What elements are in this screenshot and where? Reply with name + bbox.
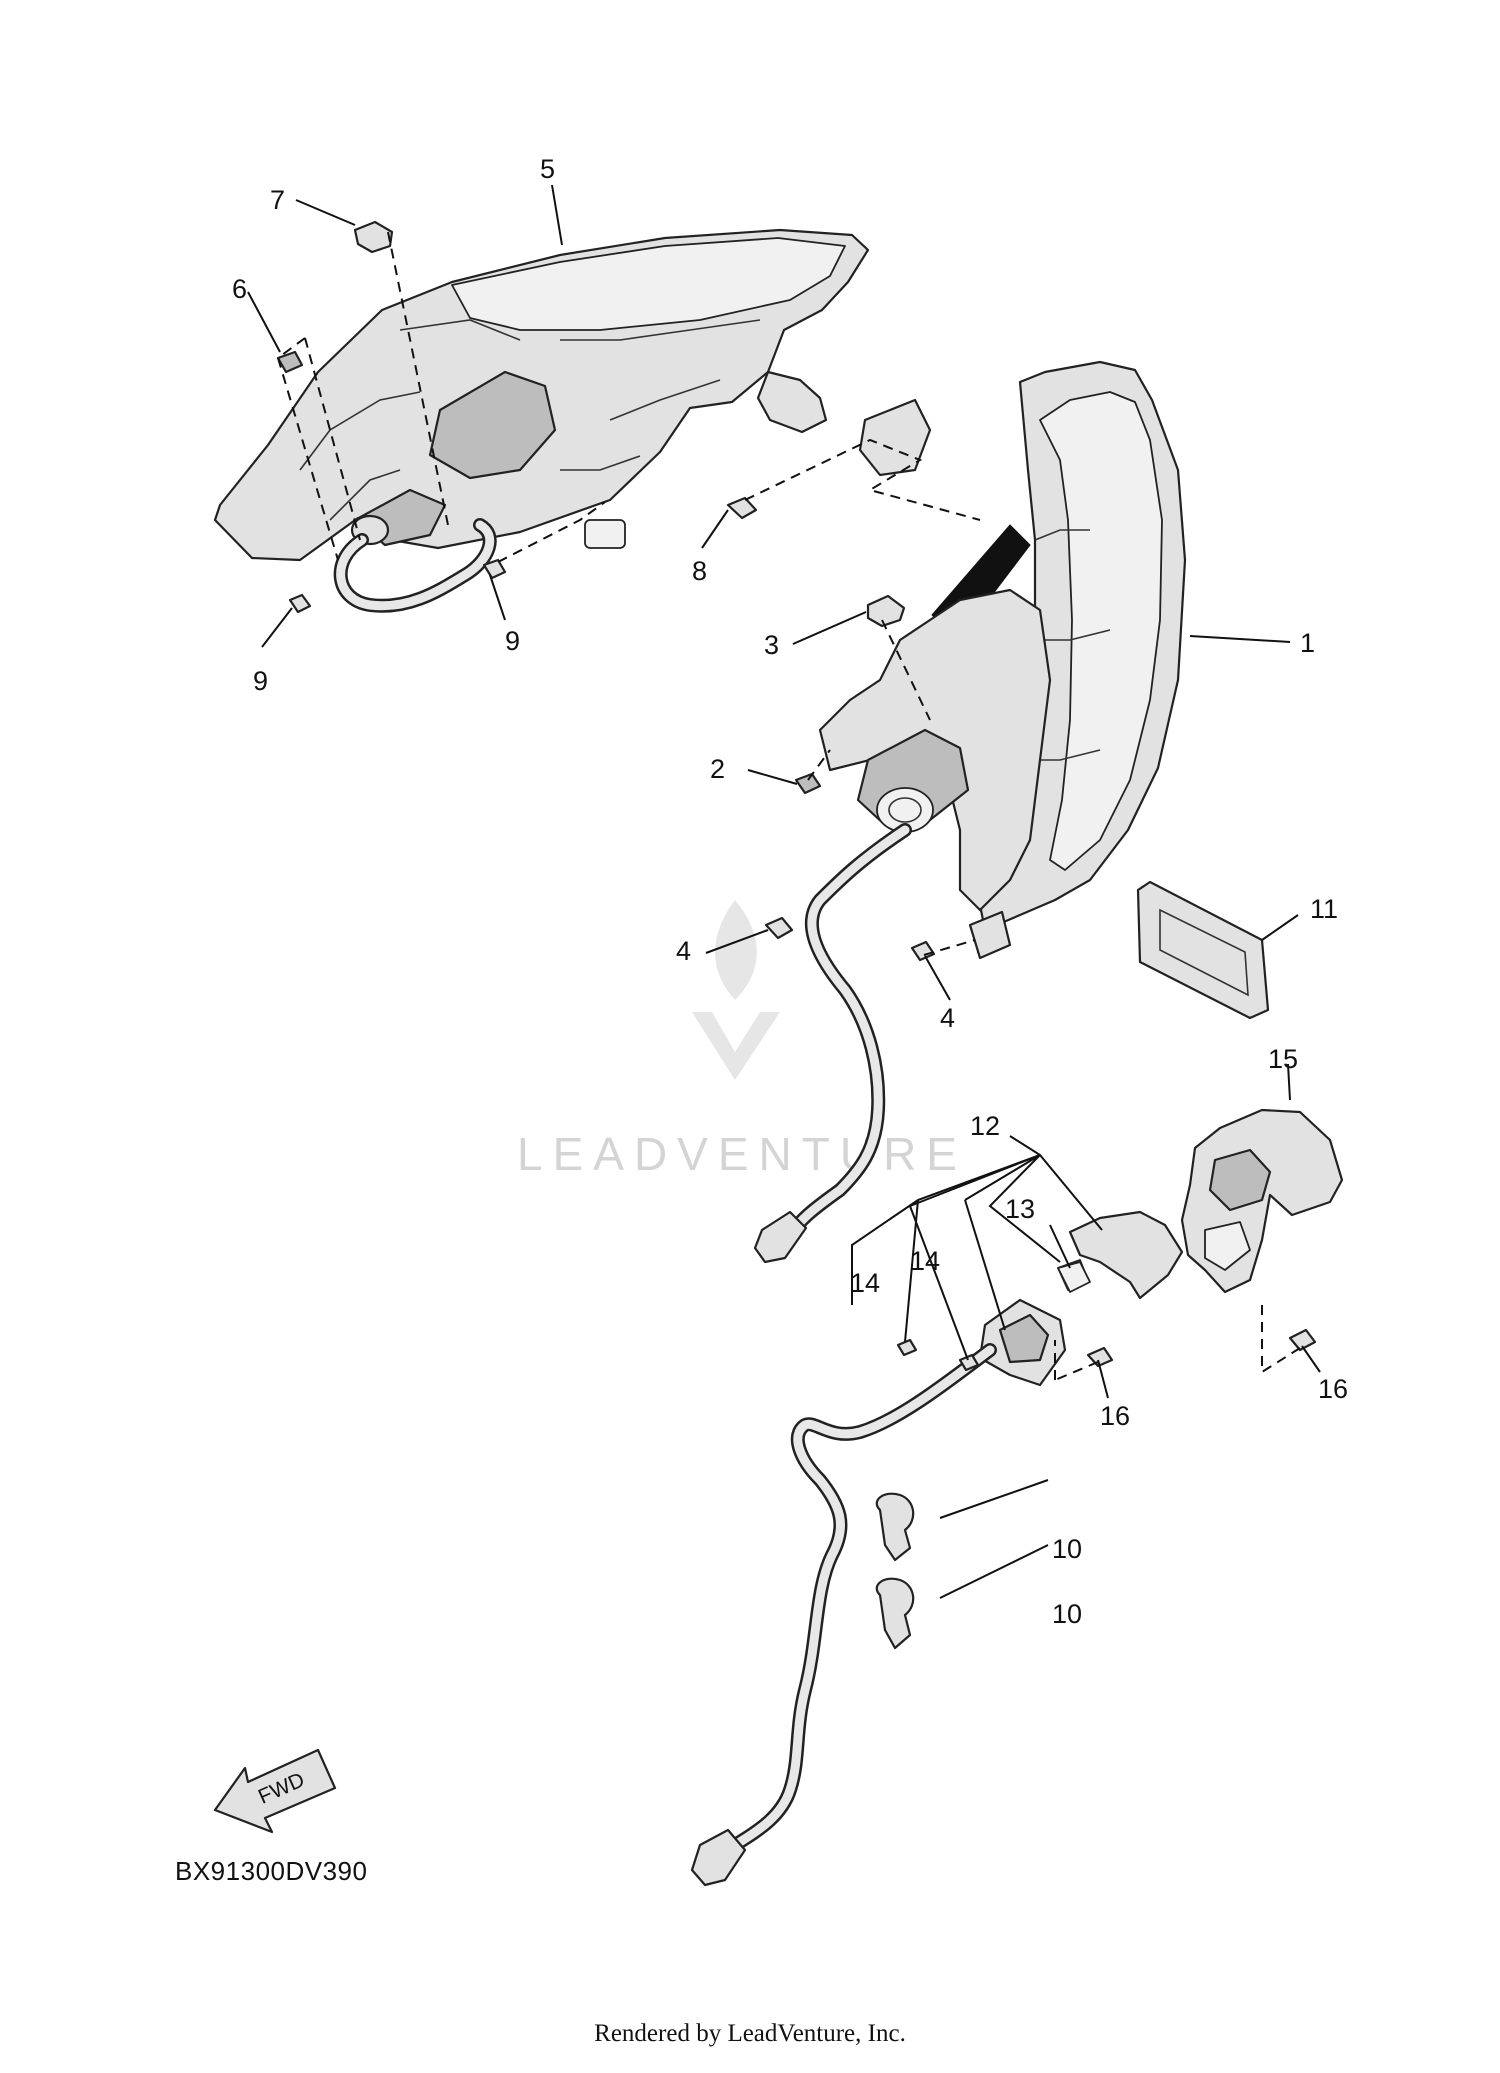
callout-labels: 1 2 3 4 4 5 6 7 8 9 9 10 10 11 12 13 14 …: [232, 154, 1348, 1629]
footer-credit: Rendered by LeadVenture, Inc.: [594, 2020, 906, 2047]
part-14-screw-b: [958, 1353, 980, 1372]
callout-3: 3: [764, 630, 779, 660]
rear-wire-harness: [753, 823, 912, 1264]
callout-4-right: 4: [940, 1003, 955, 1033]
callout-9-mid: 9: [505, 626, 520, 656]
callout-14-left: 14: [850, 1268, 880, 1298]
part-1-rear-body: [818, 360, 1187, 960]
part-8-screw: [726, 496, 758, 520]
callout-6: 6: [232, 274, 247, 304]
fasteners: [276, 220, 1317, 1372]
callout-5: 5: [540, 154, 555, 184]
part-2-nut: [794, 772, 822, 795]
callout-2: 2: [710, 754, 725, 784]
part-10-clamps: [875, 1492, 915, 1650]
watermark-text: LEADVENTURE: [517, 1128, 967, 1180]
watermark-v-icon: [692, 1012, 780, 1080]
callout-13: 13: [1005, 1194, 1035, 1224]
watermark-flame-icon: [715, 900, 757, 1000]
callout-10-lower: 10: [1052, 1599, 1082, 1629]
part-16-screw-mid: [1086, 1346, 1114, 1368]
part-13-bulb: [1057, 1261, 1091, 1293]
callout-8: 8: [692, 556, 707, 586]
leadventure-watermark: LEADVENTURE: [517, 900, 967, 1180]
diagram-code: BX91300DV390: [175, 1856, 367, 1886]
callout-11: 11: [1310, 894, 1338, 924]
callout-10-upper: 10: [1052, 1534, 1082, 1564]
callout-4-left: 4: [676, 936, 691, 966]
part-9-screw-left: [288, 593, 312, 614]
callout-16-mid: 16: [1100, 1401, 1130, 1431]
callout-15: 15: [1268, 1044, 1298, 1074]
part-3-grommet: [866, 594, 906, 628]
part-6-nut: [276, 350, 304, 374]
callout-7: 7: [270, 185, 285, 215]
part-11-reflector: [1136, 880, 1270, 1020]
callout-16-right: 16: [1318, 1374, 1348, 1404]
part-16-screw-right: [1288, 1328, 1317, 1352]
part-4-screw-left: [764, 916, 794, 940]
part-14-screw-a: [896, 1338, 918, 1357]
part-5-housing: [213, 228, 870, 613]
leader-lines: [247, 184, 1321, 1599]
part-12-license-light: [690, 1210, 1184, 1887]
callout-14-right: 14: [910, 1246, 940, 1276]
callout-1: 1: [1300, 628, 1315, 658]
callout-12: 12: [970, 1111, 1000, 1141]
part-15-cover: [1180, 1108, 1344, 1294]
part-7-grommet: [353, 220, 394, 254]
fwd-direction-arrow: FWD: [213, 1748, 337, 1834]
part-4-screw-right: [910, 940, 936, 962]
callout-9-left: 9: [253, 666, 268, 696]
alignment-lines: [277, 231, 1301, 1381]
part-9-screw-mid: [482, 558, 507, 580]
